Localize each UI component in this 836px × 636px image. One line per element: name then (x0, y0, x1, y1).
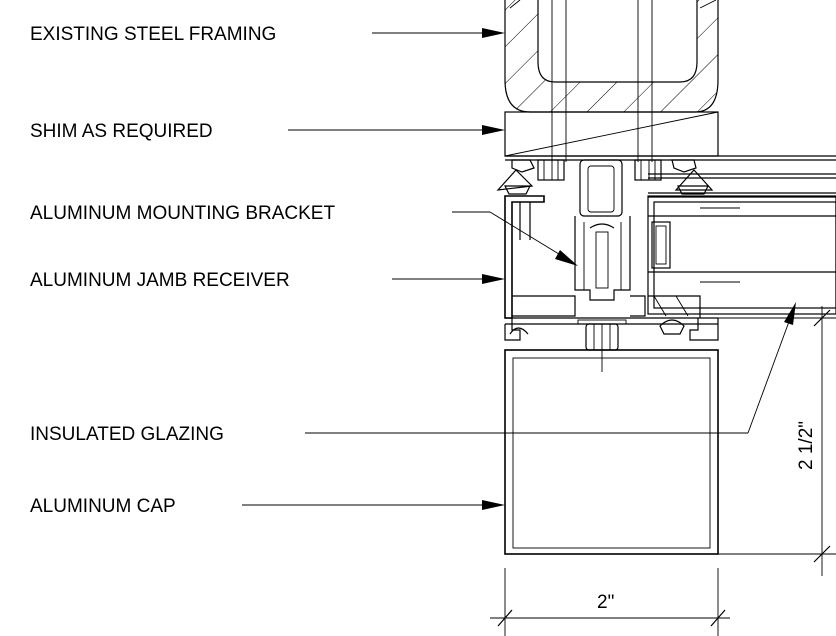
mounting-bracket-profile (496, 155, 836, 301)
height-dimension (813, 306, 831, 576)
jamb-receiver-profile (504, 195, 719, 372)
dimension-width-label: 2" (597, 592, 614, 613)
label-insulated-glazing: INSULATED GLAZING (30, 424, 224, 445)
width-dimension (490, 568, 730, 636)
label-aluminum-mounting-bracket: ALUMINUM MOUNTING BRACKET (30, 203, 335, 224)
label-aluminum-jamb-receiver: ALUMINUM JAMB RECEIVER (30, 270, 290, 291)
shim (504, 111, 719, 157)
label-aluminum-cap: ALUMINUM CAP (30, 496, 176, 517)
aluminum-cap (504, 317, 836, 555)
insulated-glazing-unit (647, 195, 836, 318)
leaders (242, 28, 796, 510)
label-existing-steel-framing: EXISTING STEEL FRAMING (30, 24, 276, 45)
dimension-height-label: 2 1/2" (796, 421, 817, 470)
steel-framing-section (504, 0, 719, 162)
label-shim-as-required: SHIM AS REQUIRED (30, 121, 213, 142)
